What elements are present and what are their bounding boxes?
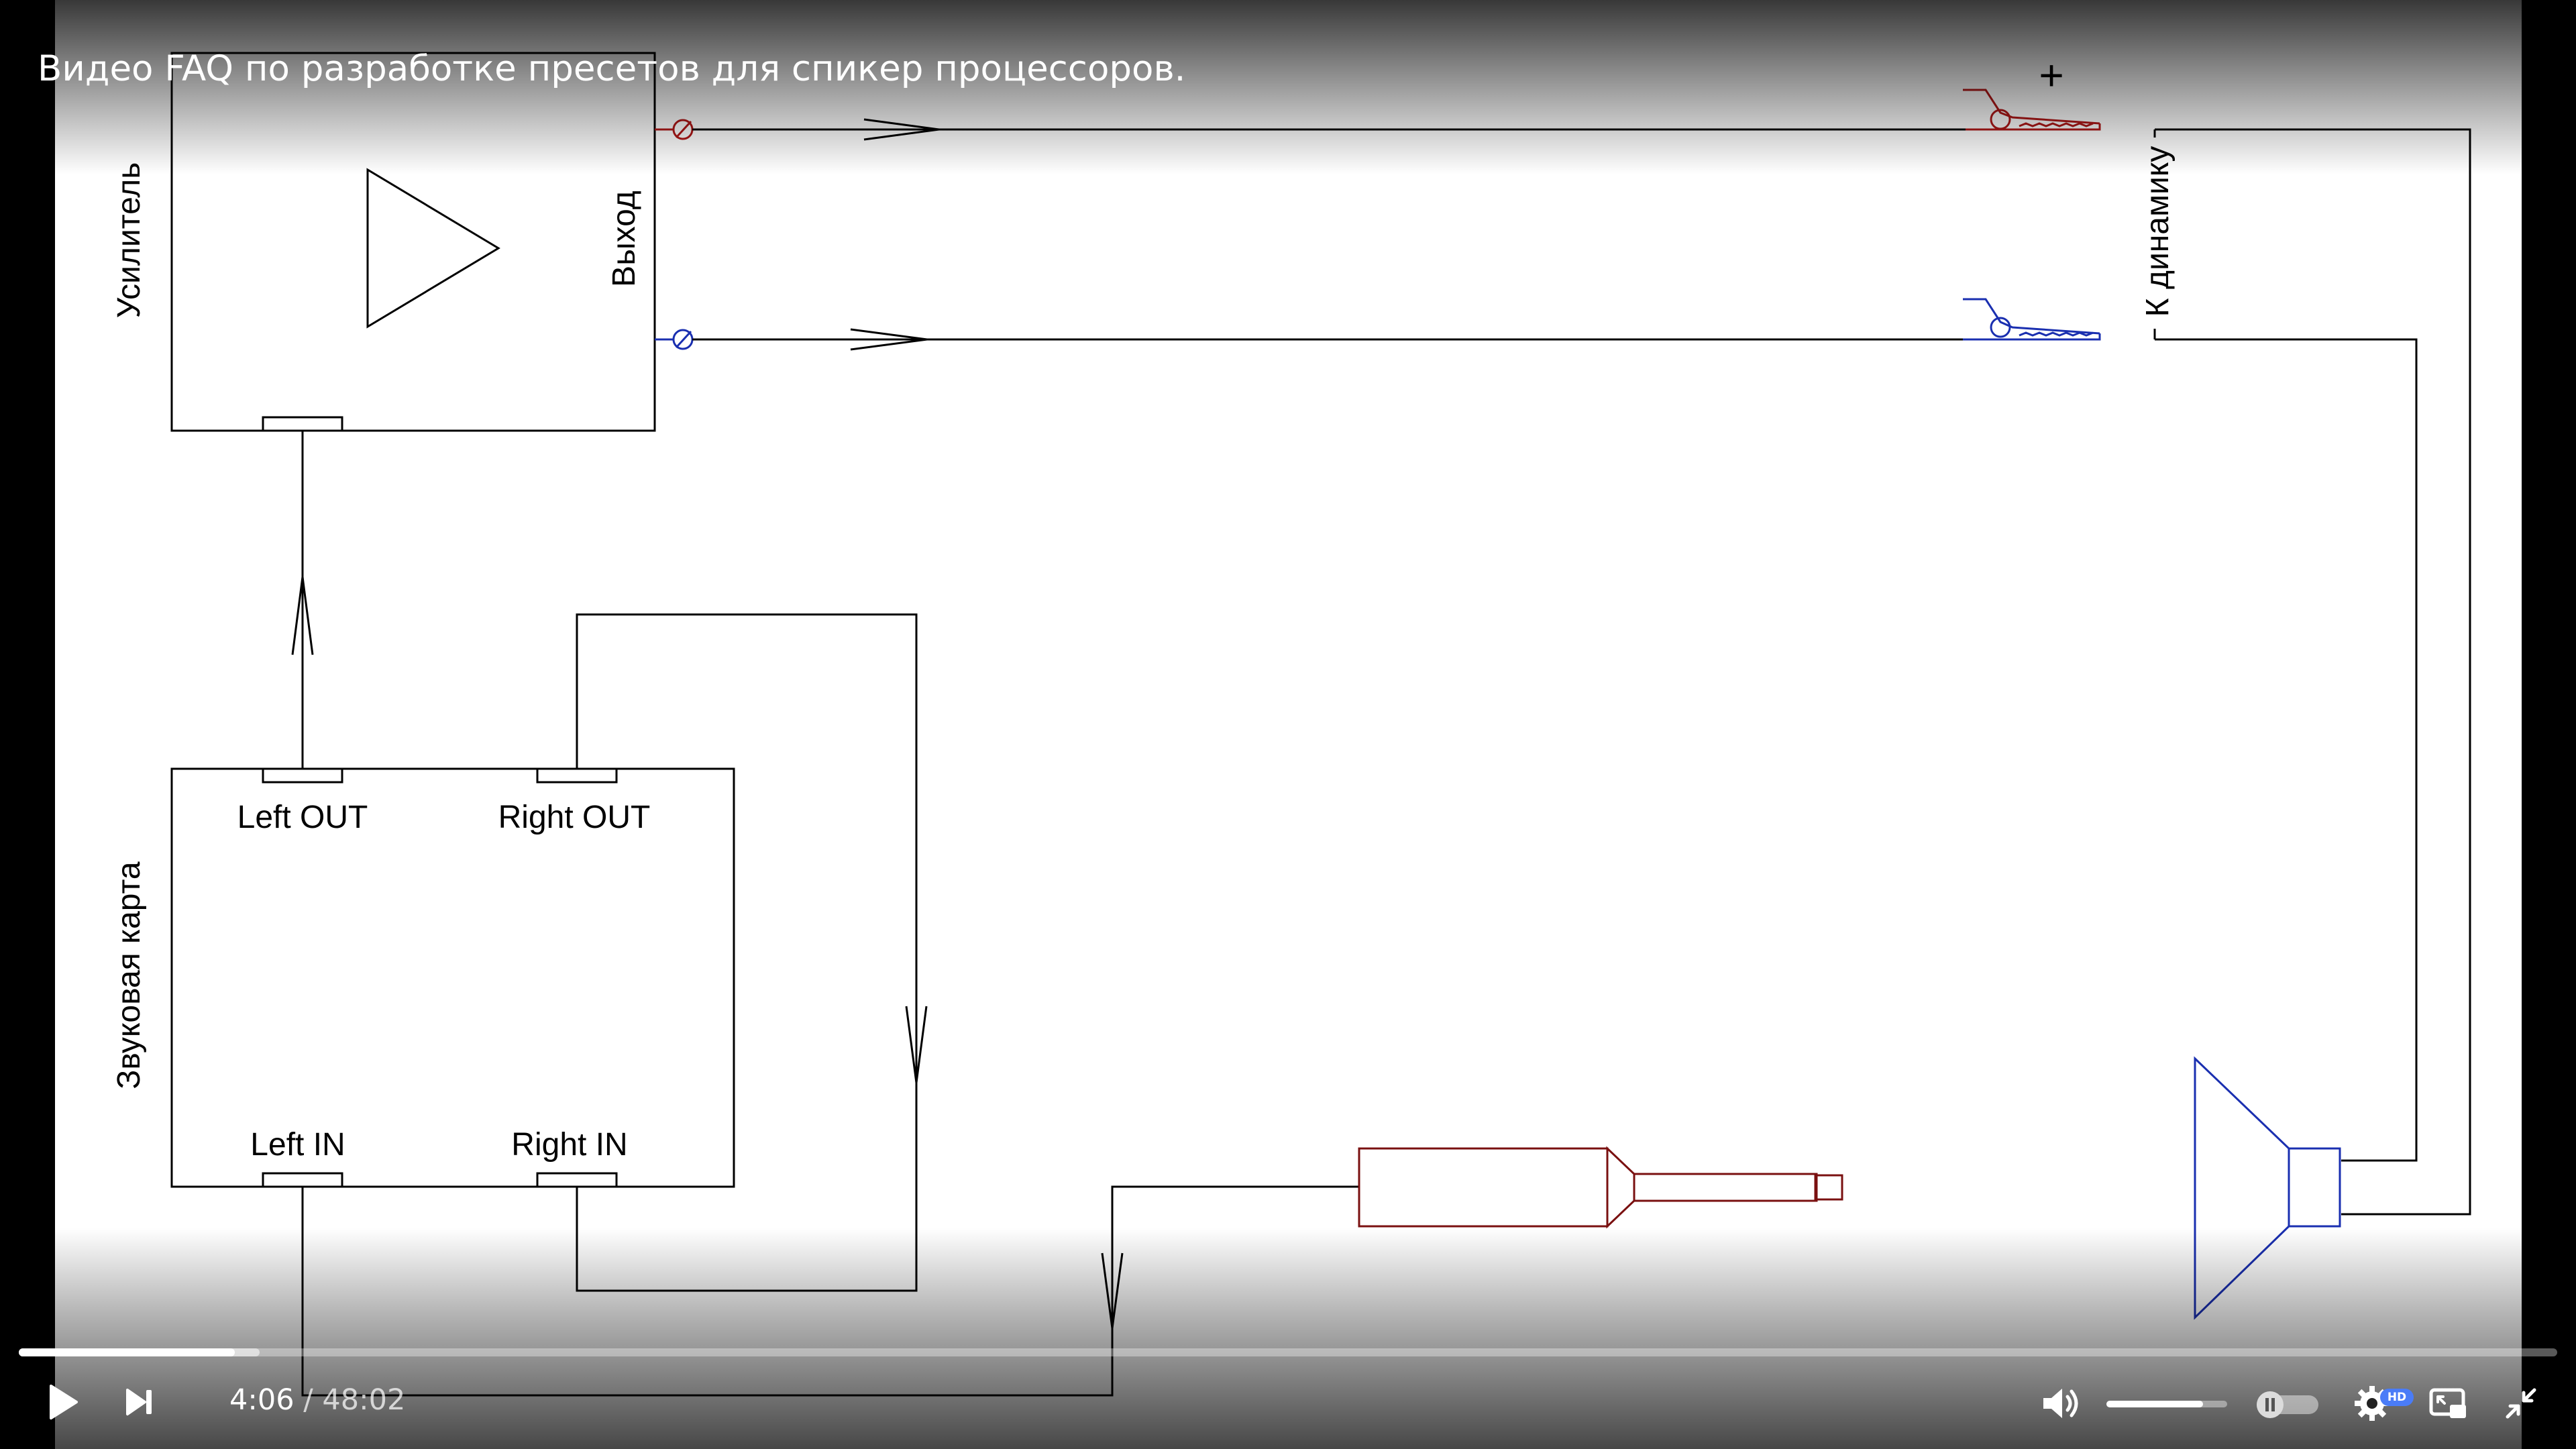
play-button[interactable]: [47, 1383, 79, 1421]
volume-level: [2106, 1401, 2203, 1407]
fullscreen-exit-icon: [2506, 1388, 2536, 1419]
progress-bar[interactable]: [19, 1348, 2557, 1356]
left-in-label: Left IN: [250, 1127, 345, 1163]
speaker-wire-negative: [2155, 338, 2418, 1162]
right-in-port: [536, 1172, 618, 1188]
right-in-label: Right IN: [511, 1127, 627, 1163]
volume-icon: [2043, 1389, 2078, 1418]
progress-played: [19, 1348, 235, 1356]
time-separator: /: [294, 1383, 323, 1417]
right-out-port: [536, 767, 618, 784]
audio-jack-plug: [1358, 1146, 1843, 1229]
to-speaker-label: К динамику: [2140, 146, 2176, 317]
hd-badge: HD: [2380, 1389, 2414, 1406]
left-out-label: Left OUT: [237, 800, 368, 835]
autoplay-toggle[interactable]: [2255, 1390, 2320, 1419]
right-out-label: Right OUT: [498, 800, 651, 835]
video-frame[interactable]: Усилитель Выход +: [55, 0, 2522, 1449]
bottom-overlay: [55, 1228, 2522, 1449]
next-button[interactable]: [125, 1386, 154, 1418]
fullscreen-exit-button[interactable]: [2505, 1387, 2537, 1419]
play-icon: [50, 1385, 78, 1419]
volume-slider[interactable]: [2106, 1401, 2227, 1407]
sound-card-label: Звуковая карта: [111, 861, 147, 1089]
right-loopback-wire: [576, 613, 918, 1292]
current-time: 4:06: [229, 1383, 294, 1417]
output-label: Выход: [606, 191, 642, 287]
next-icon: [126, 1389, 152, 1415]
autoplay-toggle-icon: [2257, 1391, 2318, 1418]
duration: 48:02: [322, 1383, 406, 1417]
amplifier-triangle: [366, 168, 500, 329]
amplifier-input-port: [262, 416, 343, 432]
speaker-wire-positive: [2155, 128, 2471, 1216]
top-overlay: [55, 0, 2522, 174]
left-in-port: [262, 1172, 343, 1188]
pip-icon: [2429, 1388, 2466, 1418]
time-display: 4:06 / 48:02: [229, 1383, 405, 1417]
amplifier-label: Усилитель: [111, 162, 147, 318]
pip-button[interactable]: [2428, 1386, 2469, 1421]
volume-button[interactable]: [2041, 1386, 2084, 1421]
left-out-port: [262, 767, 343, 784]
video-title: Видео FAQ по разработке пресетов для спи…: [38, 48, 1186, 89]
negative-alligator-clip: [1963, 298, 2101, 341]
sound-card-box: [170, 767, 735, 1188]
